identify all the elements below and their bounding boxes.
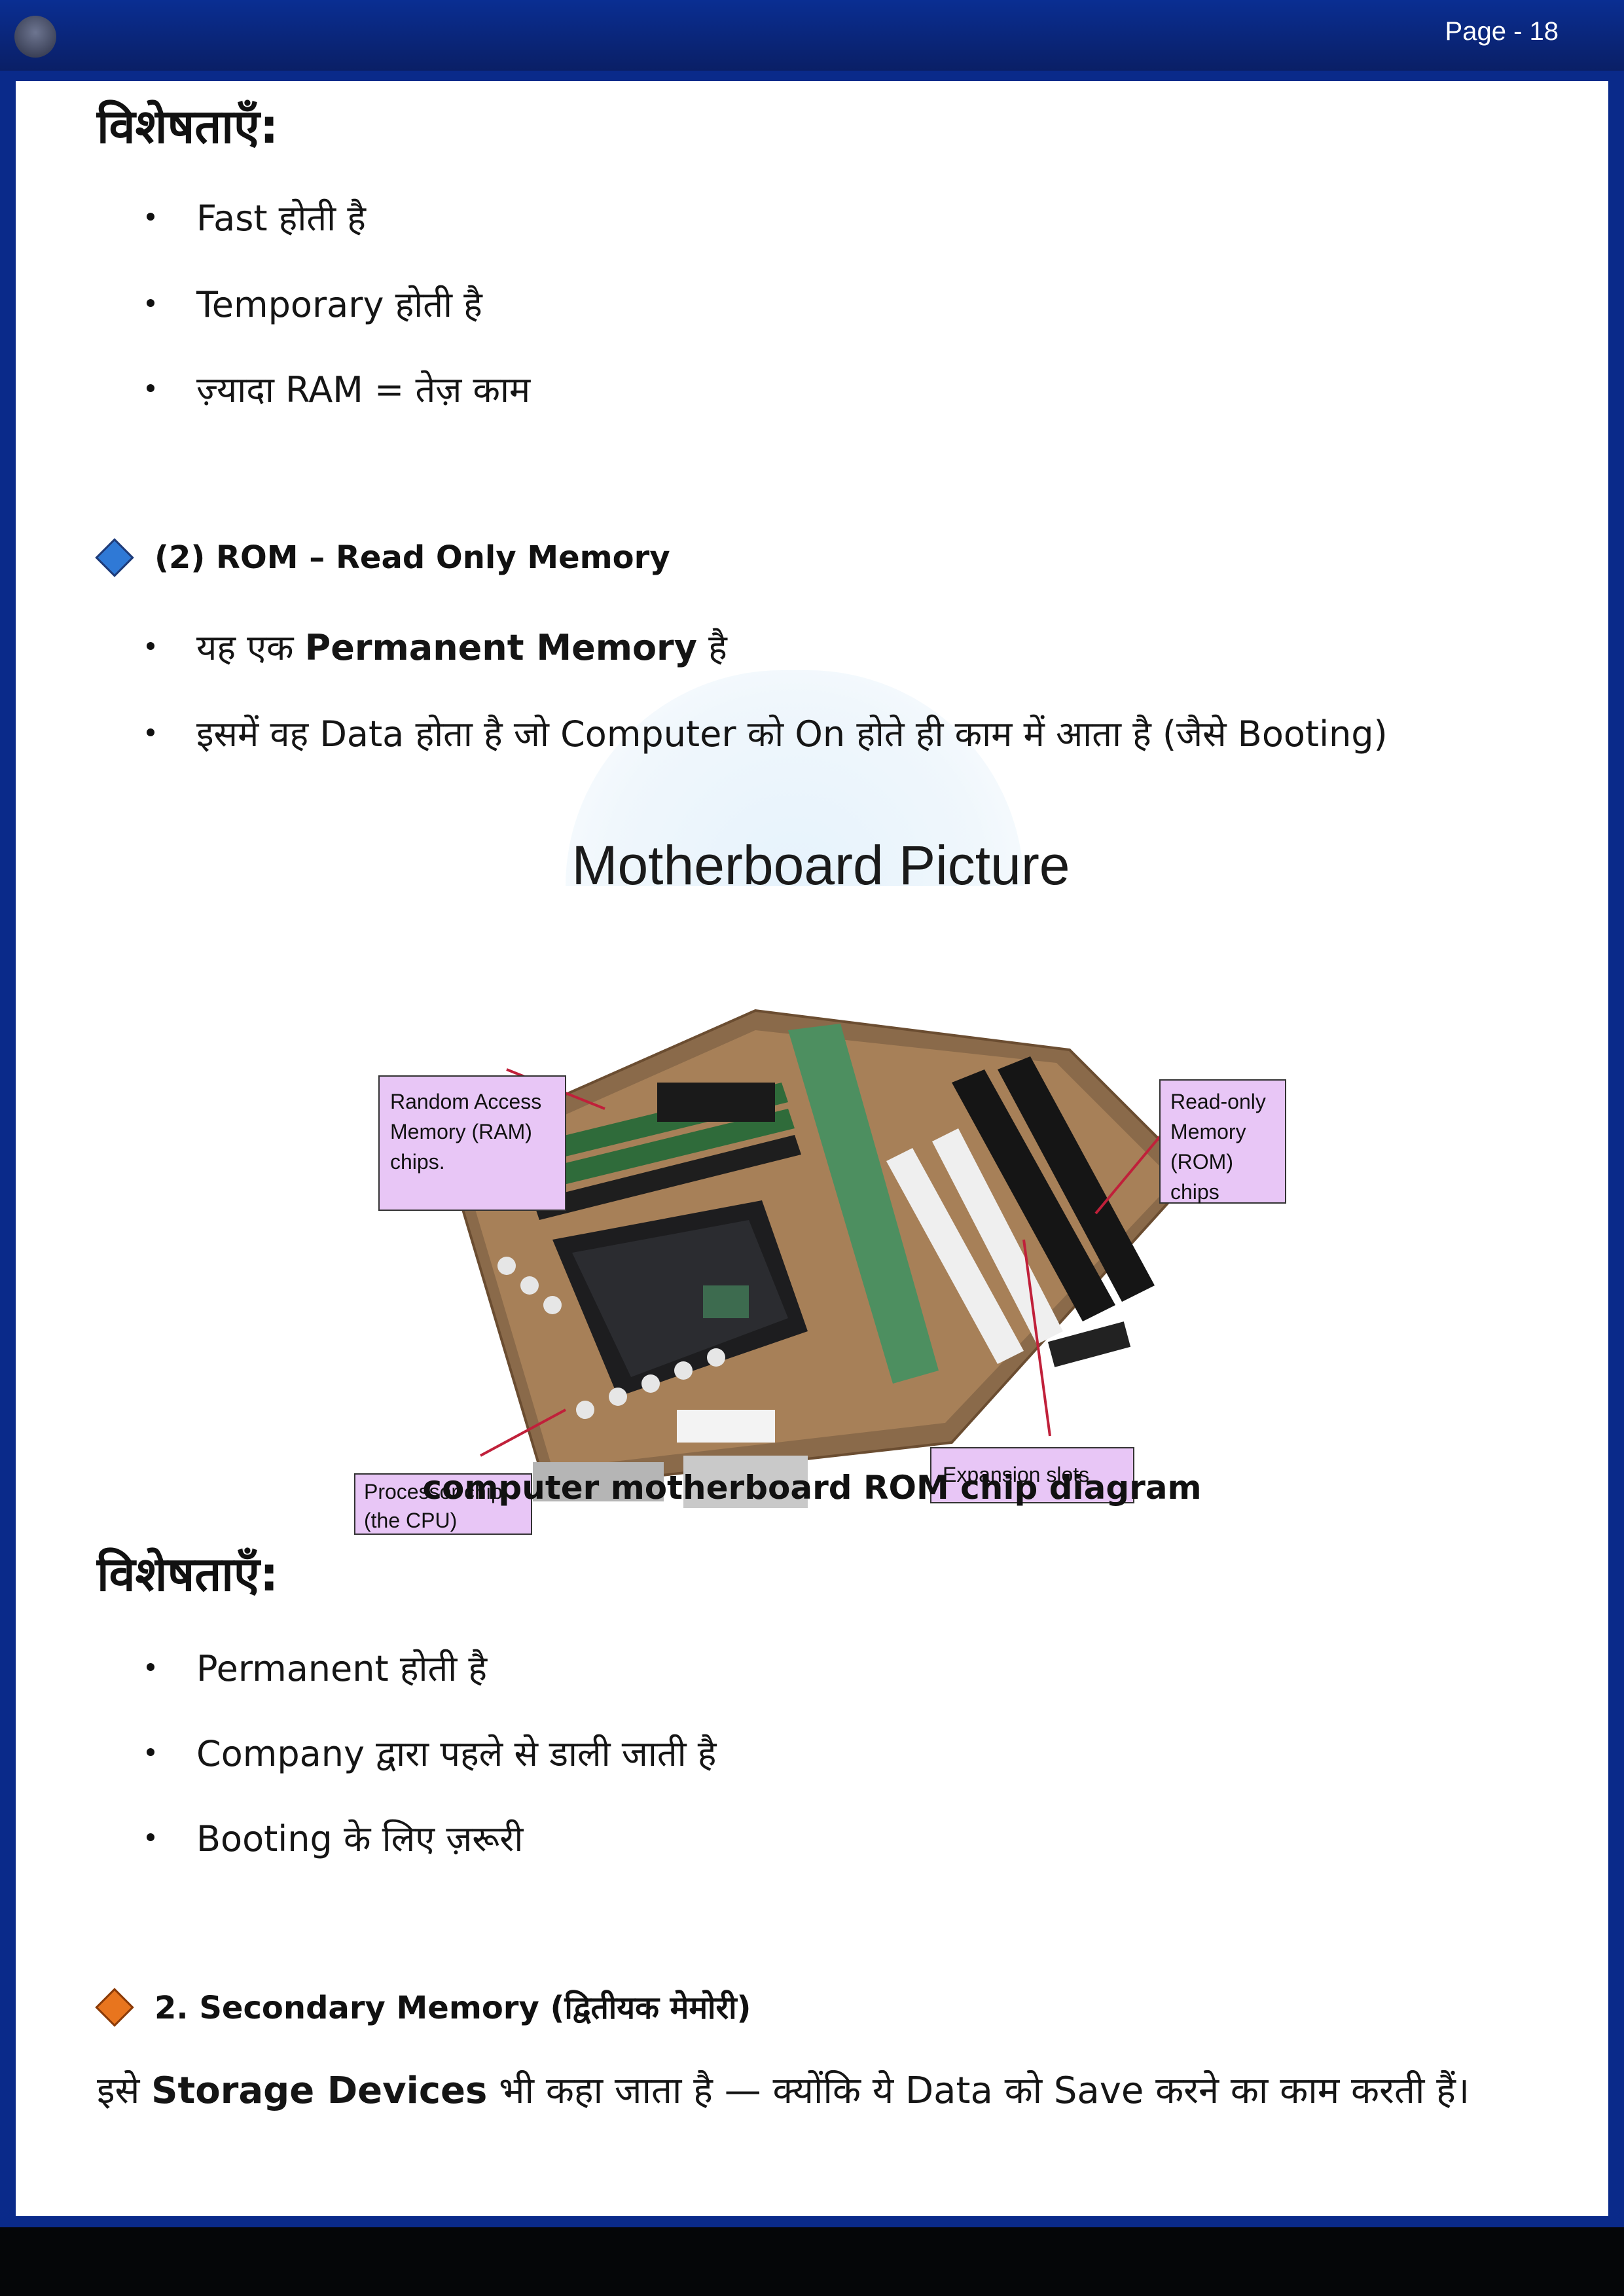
- figure-title: Motherboard Picture: [571, 834, 1070, 896]
- list-item: Booting के लिए ज़रूरी: [147, 1813, 523, 1861]
- list-item: Fast होती है: [147, 192, 366, 241]
- features-heading-rom: विशेषताएँ:: [97, 1547, 279, 1602]
- motherboard-picture: Random Access Memory (RAM) chips. Read-o…: [354, 1009, 1286, 1535]
- bottom-bar: [0, 2227, 1624, 2296]
- top-bar: Page - 18: [0, 0, 1624, 71]
- bullet-icon: [147, 213, 154, 221]
- list-item: इसमें वह Data होता है जो Computer को On …: [147, 708, 1388, 757]
- ram-label-line: chips.: [390, 1150, 445, 1174]
- list-item: यह एक Permanent Memory है: [147, 622, 727, 670]
- bullet-icon: [147, 1833, 154, 1841]
- logo-icon: [14, 16, 56, 58]
- features-heading-ram: विशेषताएँ:: [97, 99, 279, 154]
- bullet-icon: [147, 1663, 154, 1671]
- list-item: Temporary होती है: [147, 279, 482, 327]
- rom-label-line: Read-only: [1170, 1090, 1266, 1113]
- figure-caption: computer motherboard ROM chip diagram: [422, 1469, 1202, 1507]
- rom-label-line: (ROM): [1170, 1150, 1233, 1174]
- bullet-icon: [147, 384, 154, 392]
- diamond-icon: [95, 1987, 134, 2027]
- rom-section-title: (2) ROM – Read Only Memory: [95, 538, 670, 577]
- bullet-icon: [147, 299, 154, 307]
- list-item: Permanent होती है: [147, 1643, 487, 1691]
- page-number: Page - 18: [1445, 17, 1559, 46]
- diamond-icon: [95, 538, 134, 577]
- document-page: विशेषताएँ: Fast होती है Temporary होती ह…: [16, 81, 1608, 2216]
- secondary-paragraph: इसे Storage Devices भी कहा जाता है — क्य…: [97, 2070, 1470, 2112]
- ram-label-line: Memory (RAM): [390, 1120, 532, 1143]
- list-item: Company द्वारा पहले से डाली जाती है: [147, 1728, 716, 1776]
- ram-label-line: Random Access: [390, 1090, 541, 1113]
- page-frame: Page - 18 विशेषताएँ: Fast होती है Tempor…: [0, 0, 1624, 2227]
- bullet-icon: [147, 642, 154, 650]
- bullet-icon: [147, 728, 154, 736]
- rom-label-line: chips: [1170, 1180, 1219, 1204]
- expansion-label: Expansion slots: [943, 1463, 1089, 1486]
- secondary-section-title: 2. Secondary Memory (द्वितीयक मेमोरी): [95, 1986, 751, 2028]
- motherboard-figure: Motherboard Picture: [336, 834, 1305, 1560]
- bullet-icon: [147, 1748, 154, 1756]
- list-item: ज़्यादा RAM = तेज़ काम: [147, 364, 530, 412]
- cpu-label-line: (the CPU): [364, 1509, 457, 1532]
- cpu-label-line: Processor chip: [364, 1480, 503, 1503]
- rom-label-line: Memory: [1170, 1120, 1246, 1143]
